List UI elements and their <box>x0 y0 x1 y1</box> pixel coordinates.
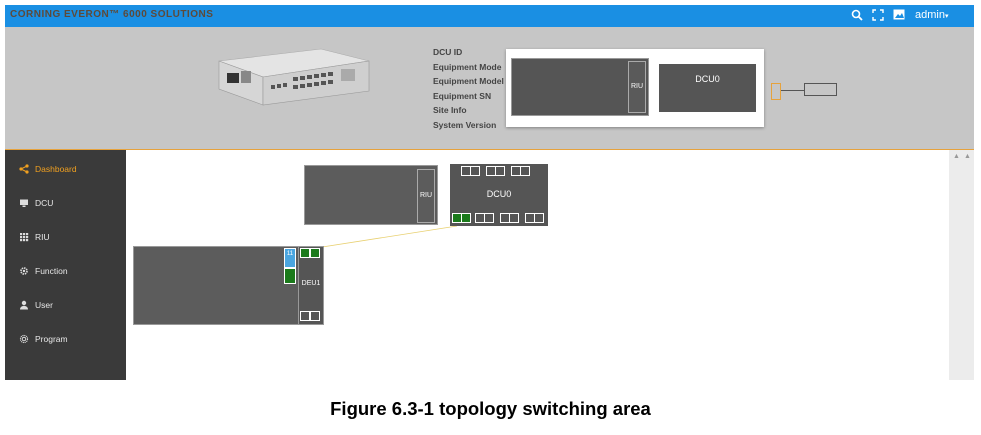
equipment-header: DCU ID Equipment Mode Equipment Model Eq… <box>5 27 974 150</box>
dcu-port[interactable] <box>495 166 505 176</box>
dcu-port[interactable] <box>470 166 480 176</box>
fullscreen-icon[interactable] <box>871 9 885 23</box>
user-menu[interactable]: admin▾ <box>915 9 948 21</box>
connector-endpoint <box>804 83 837 96</box>
share-icon <box>19 164 29 174</box>
info-equipment-sn: Equipment SN <box>433 90 492 101</box>
deu-port[interactable] <box>310 311 320 321</box>
preview-dcu-node[interactable]: DCU0 <box>659 64 756 112</box>
deu-port-number: 11 <box>286 251 294 257</box>
info-site-info: Site Info <box>433 105 467 115</box>
info-dcu-id: DCU ID <box>433 47 463 57</box>
preview-riu-label: RIU <box>628 61 646 113</box>
sidebar: Dashboard DCU RIU Function User <box>5 150 126 380</box>
sidebar-item-user[interactable]: User <box>5 294 126 320</box>
chevron-down-icon: ▾ <box>944 13 949 20</box>
deu-port-selected[interactable]: 11 <box>284 248 296 268</box>
deu1-remote-panel[interactable]: 11 <box>133 246 301 325</box>
deu-port-active[interactable] <box>284 268 296 284</box>
sidebar-item-label: User <box>35 300 53 310</box>
dcu-label: DCU0 <box>486 189 512 199</box>
riu-node[interactable]: RIU <box>304 165 438 225</box>
cog-icon <box>19 334 29 344</box>
riu-label: RIU <box>417 169 435 223</box>
scroll-up-icon[interactable]: ▲ <box>953 153 960 160</box>
connector-port-icon <box>771 83 781 100</box>
monitor-icon <box>19 198 29 208</box>
deu-label: DEU1 <box>301 280 321 287</box>
dcu-port[interactable] <box>484 213 494 223</box>
dcu-port[interactable] <box>520 166 530 176</box>
sidebar-item-dashboard[interactable]: Dashboard <box>5 158 126 184</box>
screenshot: CORNING EVERON™ 6000 SOLUTIONS admin▾ <box>5 5 974 380</box>
fiber-link-line <box>302 225 458 251</box>
preview-riu-node[interactable]: RIU <box>511 58 649 116</box>
sidebar-item-label: Dashboard <box>35 164 77 174</box>
deu1-node[interactable]: DEU1 <box>298 246 324 325</box>
user-name: admin <box>915 9 945 21</box>
dcu0-node[interactable]: DCU0 <box>450 164 548 226</box>
topology-preview-popup: RIU DCU0 <box>506 49 764 127</box>
image-icon[interactable] <box>892 9 906 23</box>
dcu-port[interactable] <box>509 213 519 223</box>
dcu-port[interactable] <box>534 213 544 223</box>
sidebar-item-dcu[interactable]: DCU <box>5 192 126 218</box>
gear-icon <box>19 266 29 276</box>
scroll-up-icon[interactable]: ▲ <box>964 153 971 160</box>
connector-line <box>781 90 805 91</box>
sidebar-item-function[interactable]: Function <box>5 260 126 286</box>
deu-port[interactable] <box>300 311 310 321</box>
sidebar-item-label: DCU <box>35 198 54 208</box>
deu-port-active[interactable] <box>310 248 320 258</box>
vertical-scrollbar[interactable]: ▲ ▲ <box>949 150 974 380</box>
user-icon <box>19 300 29 310</box>
info-equipment-model: Equipment Model <box>433 76 504 86</box>
top-bar: CORNING EVERON™ 6000 SOLUTIONS admin▾ <box>5 5 974 27</box>
sidebar-item-label: Function <box>35 266 68 276</box>
dcu-port-active[interactable] <box>461 213 471 223</box>
figure-caption: Figure 6.3-1 topology switching area <box>330 398 651 419</box>
topology-canvas[interactable]: RIU DCU0 11 DEU1 <box>126 150 949 380</box>
equipment-image <box>201 47 373 127</box>
brand-title: CORNING EVERON™ 6000 SOLUTIONS <box>10 9 214 20</box>
sidebar-item-riu[interactable]: RIU <box>5 226 126 252</box>
deu-port-active[interactable] <box>300 248 310 258</box>
sidebar-item-label: RIU <box>35 232 50 242</box>
search-icon[interactable] <box>850 9 864 23</box>
grid-icon <box>19 232 29 242</box>
preview-dcu-label: DCU0 <box>695 74 720 84</box>
sidebar-item-label: Program <box>35 334 68 344</box>
equipment-info-labels: DCU ID Equipment Mode Equipment Model Eq… <box>433 45 504 132</box>
sidebar-item-program[interactable]: Program <box>5 328 126 354</box>
info-system-version: System Version <box>433 119 497 130</box>
info-equipment-mode: Equipment Mode <box>433 61 502 72</box>
